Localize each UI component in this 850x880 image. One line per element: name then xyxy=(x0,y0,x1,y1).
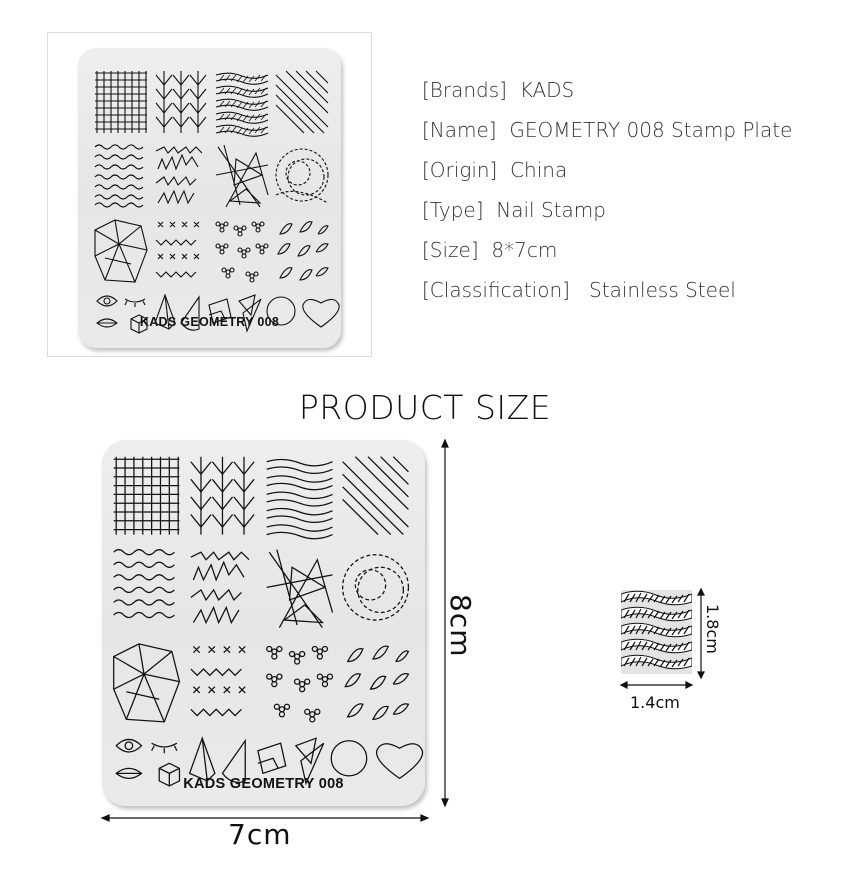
stamp-plate-large: KADS GEOMETRY 008 xyxy=(102,440,425,806)
spec-name: [Name] GEOMETRY 008 Stamp Plate xyxy=(422,114,792,154)
spec-key: [Origin] xyxy=(422,158,498,182)
spec-brands: [Brands] KADS xyxy=(422,74,792,114)
pattern-sample xyxy=(620,590,693,674)
stamp-plate-thumbnail: KADS GEOMETRY 008 xyxy=(78,48,341,348)
product-size-title: PRODUCT SIZE xyxy=(298,388,552,427)
spec-value: Stainless Steel xyxy=(582,278,736,302)
plate-patterns-icon xyxy=(94,70,340,334)
spec-value: 8*7cm xyxy=(491,238,558,262)
spec-key: [Brands] xyxy=(422,78,507,102)
spec-value: KADS xyxy=(519,78,575,102)
spec-size: [Size] 8*7cm xyxy=(422,234,792,274)
spec-value: GEOMETRY 008 Stamp Plate xyxy=(509,118,793,142)
pattern-width-label: 1.4cm xyxy=(630,693,680,712)
plate-patterns-icon xyxy=(113,456,424,787)
spec-key: [Name] xyxy=(422,118,497,142)
spec-value: Nail Stamp xyxy=(496,198,606,222)
rope-wave-pattern-icon xyxy=(620,590,693,670)
spec-key: [Size] xyxy=(422,238,479,262)
spec-key: [Classification] xyxy=(422,278,570,302)
spec-classification: [Classification] Stainless Steel xyxy=(422,274,792,314)
plate-label: KADS GEOMETRY 008 xyxy=(183,776,344,792)
spec-origin: [Origin] China xyxy=(422,154,792,194)
width-label: 7cm xyxy=(228,818,292,851)
spec-key: [Type] xyxy=(422,198,484,222)
plate-label: KADS GEOMETRY 008 xyxy=(139,315,280,329)
height-label: 8cm xyxy=(444,594,477,658)
spec-type: [Type] Nail Stamp xyxy=(422,194,792,234)
spec-list: [Brands] KADS [Name] GEOMETRY 008 Stamp … xyxy=(422,74,792,314)
product-thumbnail-frame: KADS GEOMETRY 008 xyxy=(47,32,372,357)
spec-value: China xyxy=(510,158,568,182)
pattern-height-label: 1.8cm xyxy=(703,604,722,654)
